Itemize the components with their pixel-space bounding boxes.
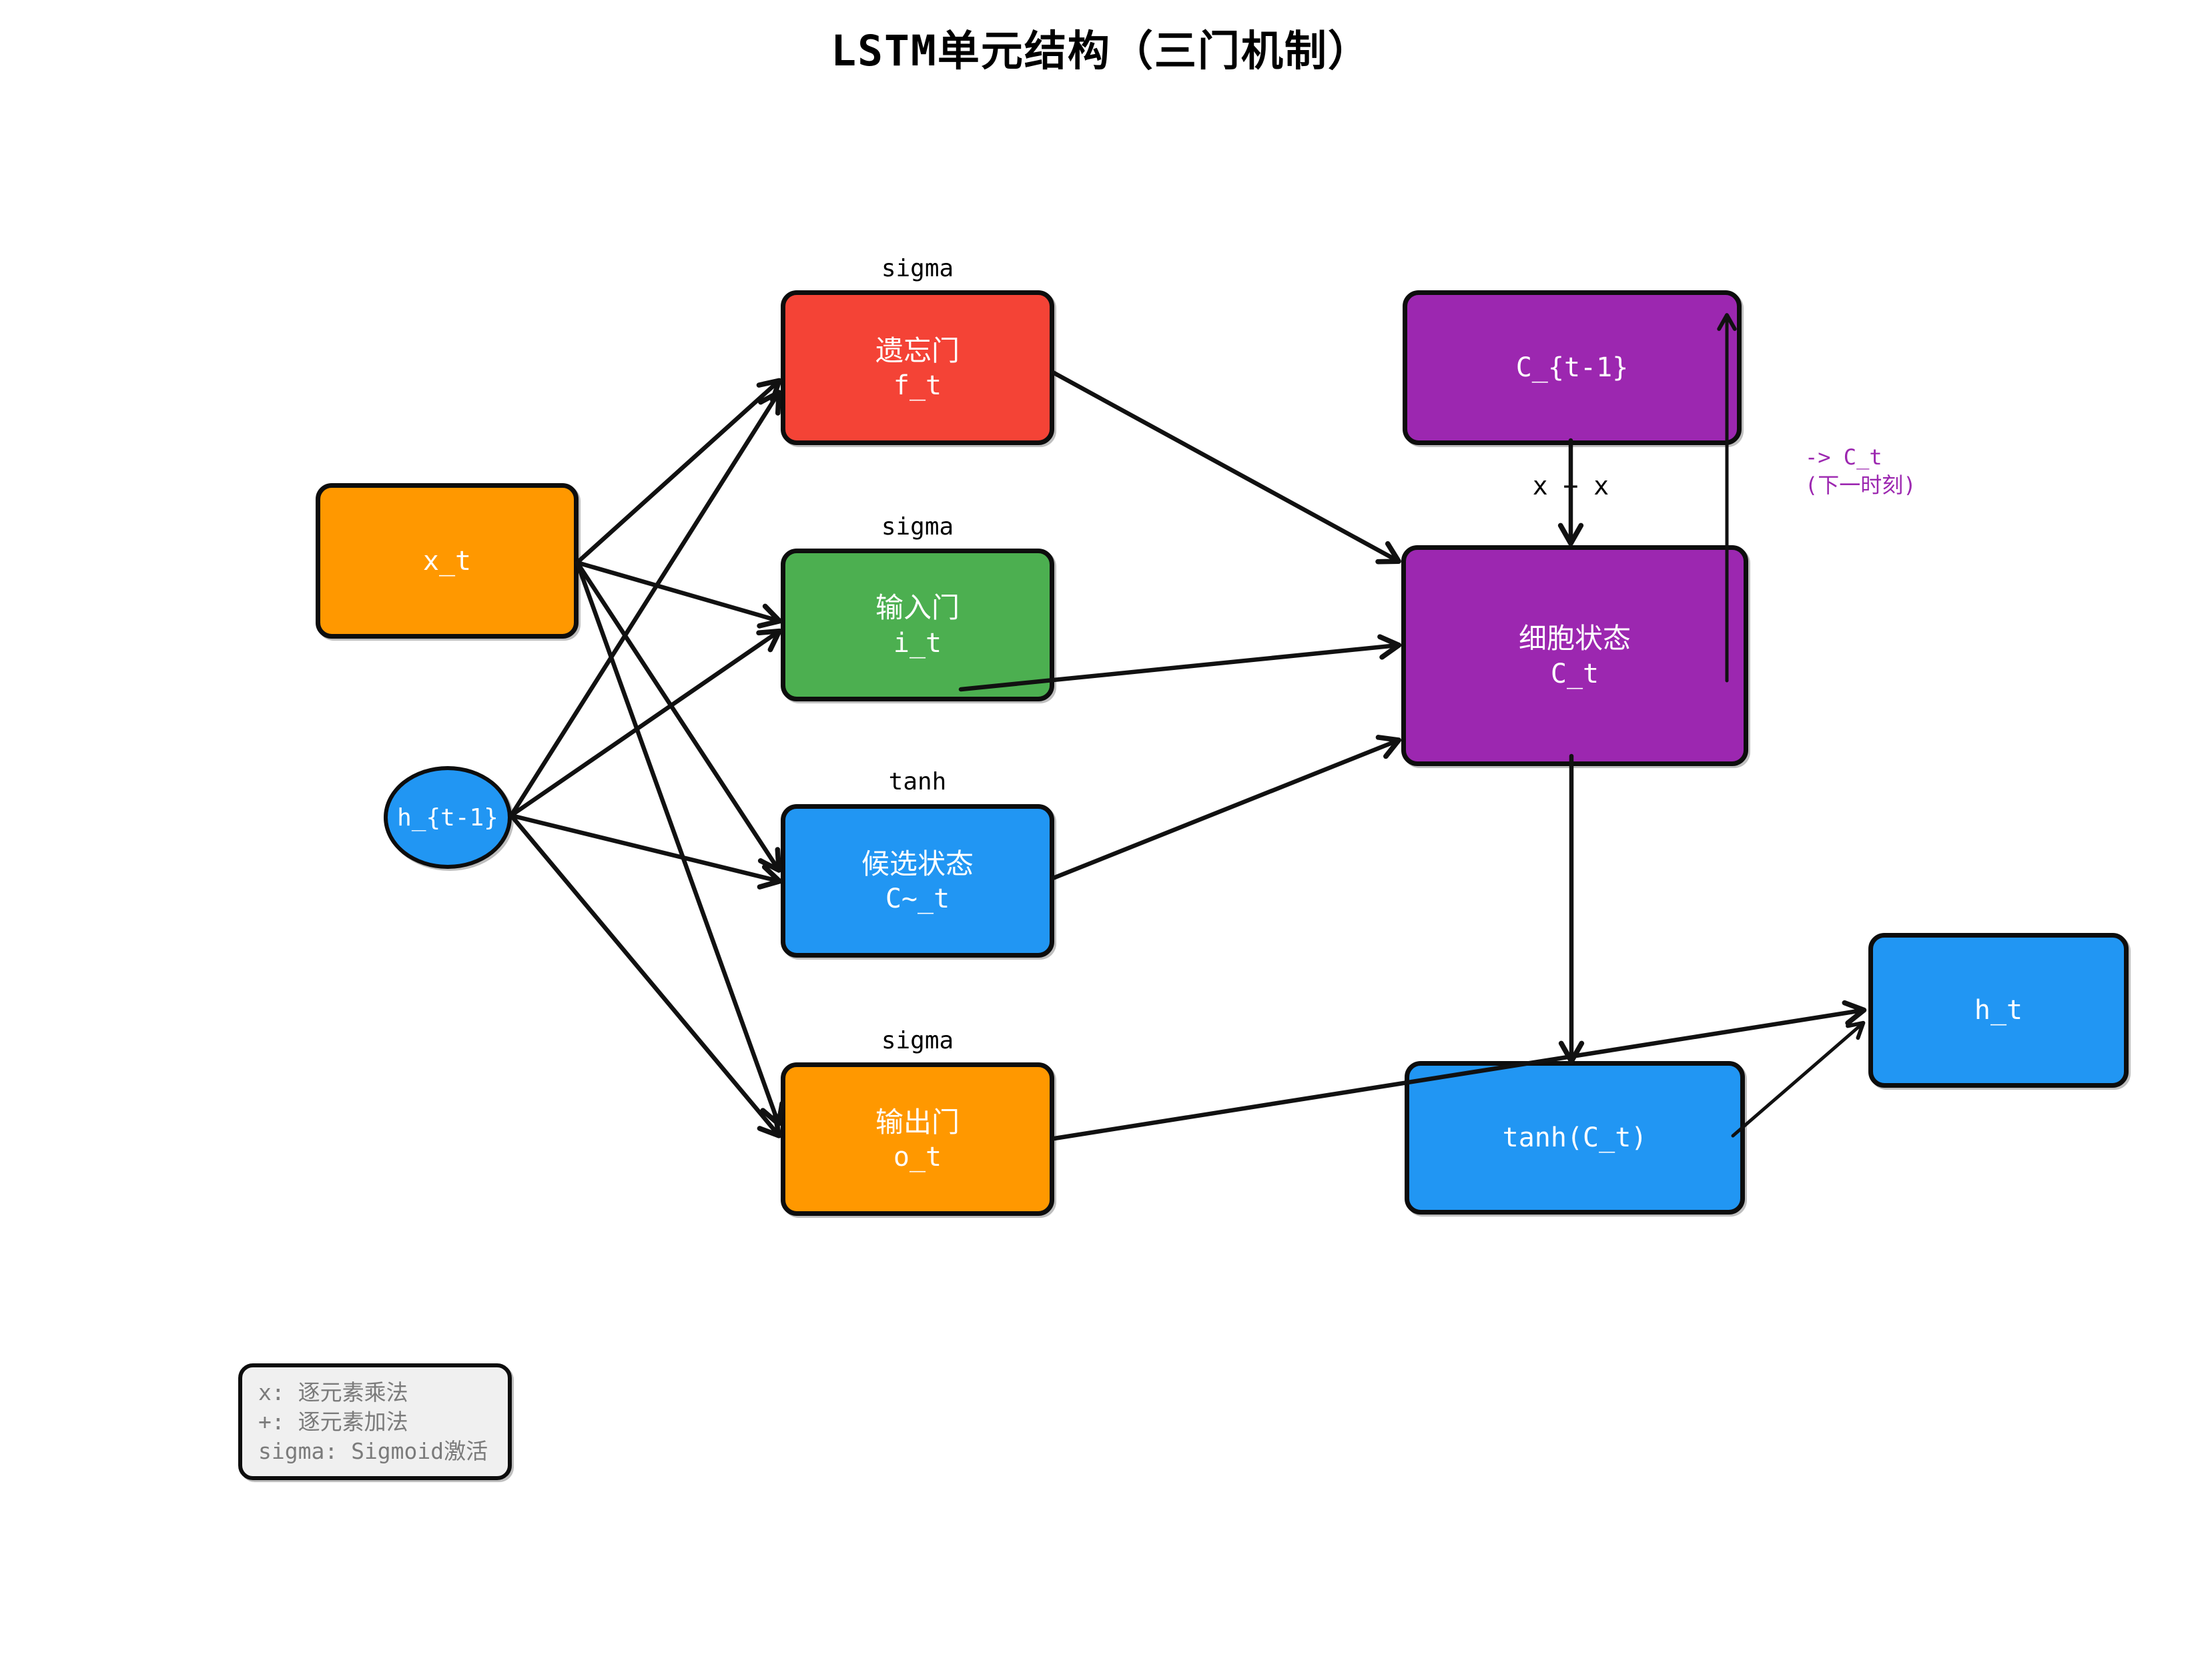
node-input-vector-xt: x_t bbox=[316, 483, 579, 639]
node-prev-cell-state: C_{t-1} bbox=[1403, 290, 1742, 445]
diagram-title: LSTM单元结构（三门机制） bbox=[831, 27, 1371, 75]
next-timestep-line2: (下一时刻) bbox=[1805, 472, 1916, 498]
legend-box: x: 逐元素乘法 +: 逐元素加法 sigma: Sigmoid激活 bbox=[238, 1363, 512, 1480]
node-candidate-state: 候选状态 C~_t bbox=[781, 804, 1054, 958]
node-label: tanh(C_t) bbox=[1502, 1122, 1647, 1153]
legend-line-add: +: 逐元素加法 bbox=[258, 1409, 408, 1435]
node-prev-hidden-state: h_{t-1} bbox=[384, 766, 512, 869]
activation-label-output: sigma bbox=[881, 1027, 954, 1054]
node-label: 输入门 bbox=[875, 591, 960, 625]
activation-label-input: sigma bbox=[881, 513, 954, 541]
node-tanh-cell: tanh(C_t) bbox=[1405, 1061, 1745, 1215]
node-symbol: o_t bbox=[893, 1142, 942, 1173]
arrow-hprev-to-input-gate bbox=[508, 628, 782, 818]
arrow-forget-gate-to-cell-state bbox=[1050, 370, 1401, 565]
arrow-xt-to-forget-gate bbox=[575, 378, 782, 565]
node-label: 细胞状态 bbox=[1518, 622, 1631, 655]
arrow-xt-to-output-gate bbox=[575, 560, 785, 1127]
node-label: 输出门 bbox=[875, 1105, 960, 1138]
arrow-tanh-to-ht bbox=[1731, 1020, 1866, 1138]
node-symbol: f_t bbox=[893, 370, 942, 402]
node-input-gate: 输入门 i_t bbox=[781, 549, 1054, 701]
node-label: 遗忘门 bbox=[875, 334, 960, 367]
arrow-xt-to-input-gate bbox=[575, 560, 783, 629]
node-hidden-state: h_t bbox=[1868, 933, 2129, 1088]
legend-line-multiply: x: 逐元素乘法 bbox=[258, 1379, 408, 1405]
arrow-candidate-state-to-cell-state bbox=[1050, 735, 1402, 881]
node-output-gate: 输出门 o_t bbox=[781, 1062, 1054, 1216]
arrow-xt-to-candidate-state bbox=[575, 560, 782, 873]
activation-label-forget: sigma bbox=[881, 255, 954, 282]
node-label: 候选状态 bbox=[861, 847, 974, 880]
node-cell-state: 细胞状态 C_t bbox=[1401, 545, 1748, 766]
arrow-hprev-to-candidate-state bbox=[508, 813, 783, 890]
elementwise-ops-label: x + x bbox=[1532, 471, 1609, 500]
activation-label-candidate: tanh bbox=[888, 768, 947, 795]
next-timestep-annotation: -> C_t(下一时刻) bbox=[1805, 443, 1916, 499]
node-label: C_{t-1} bbox=[1515, 352, 1629, 383]
node-label: h_{t-1} bbox=[397, 803, 498, 831]
node-label: h_t bbox=[1974, 995, 2023, 1026]
legend-line-sigma: sigma: Sigmoid激活 bbox=[258, 1438, 488, 1464]
next-timestep-line1: -> C_t bbox=[1805, 444, 1882, 470]
node-forget-gate: 遗忘门 f_t bbox=[781, 290, 1054, 445]
node-label: x_t bbox=[422, 545, 472, 577]
node-symbol: i_t bbox=[893, 627, 942, 659]
node-symbol: C~_t bbox=[885, 884, 950, 915]
arrow-hprev-to-output-gate bbox=[508, 813, 782, 1138]
node-symbol: C_t bbox=[1550, 658, 1599, 689]
